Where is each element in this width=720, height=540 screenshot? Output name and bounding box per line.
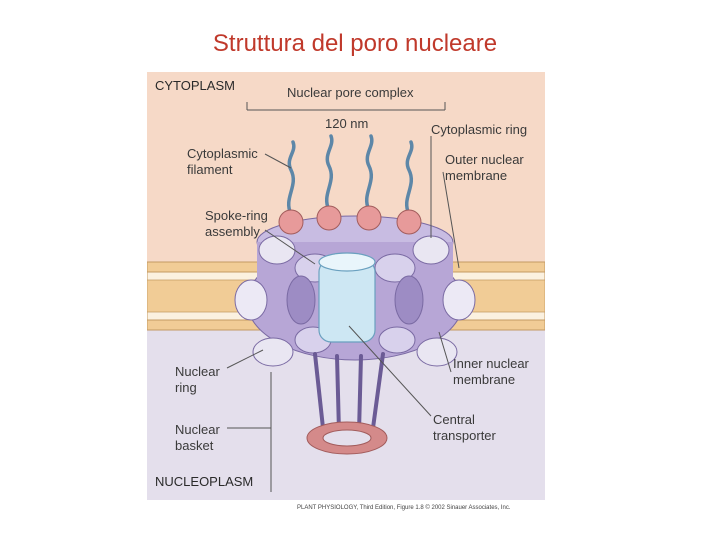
filament-beads — [278, 205, 422, 235]
nuclear-ring-label-1: Nuclear — [175, 364, 220, 379]
leader-lines — [226, 136, 460, 492]
dimension-bracket — [246, 102, 446, 111]
slide-title: Struttura del poro nucleare — [212, 30, 498, 57]
cytoplasmic-filaments — [287, 134, 414, 216]
nuclear-ring-label-2: ring — [175, 380, 197, 395]
central-transporter — [318, 252, 376, 343]
nuclear-basket-strands — [313, 352, 385, 434]
nuclear-basket-label-1: Nuclear — [175, 422, 220, 437]
inner-membrane-label-1: Inner nuclear — [453, 356, 530, 371]
outer-membrane-label-2: membrane — [445, 168, 507, 183]
nucleoplasm-label: NUCLEOPLASM — [155, 474, 253, 489]
inner-membrane-label-2: membrane — [453, 372, 515, 387]
outer-membrane-label-1: Outer nuclear — [445, 152, 524, 167]
cytoplasmic-filament-label-2: filament — [187, 162, 233, 177]
spoke-ring-label-1: Spoke-ring — [205, 208, 268, 223]
cytoplasm-label: CYTOPLASM — [155, 78, 235, 93]
figure-credit: PLANT PHYSIOLOGY, Third Edition, Figure … — [297, 505, 511, 511]
dimension-value: 120 nm — [325, 116, 368, 131]
nuclear-pore-figure: CYTOPLASM NUCLEOPLASM Nuclear pore compl… — [147, 72, 545, 500]
nuclear-basket-label-2: basket — [175, 438, 214, 453]
nuclear-basket-ring — [306, 421, 388, 455]
central-transporter-label-2: transporter — [433, 428, 497, 443]
cytoplasmic-filament-label-1: Cytoplasmic — [187, 146, 258, 161]
central-transporter-label-1: Central — [433, 412, 475, 427]
cytoplasmic-ring-label: Cytoplasmic ring — [431, 122, 527, 137]
spoke-ring-label-2: assembly — [205, 224, 260, 239]
pore-complex-label: Nuclear pore complex — [287, 85, 414, 100]
